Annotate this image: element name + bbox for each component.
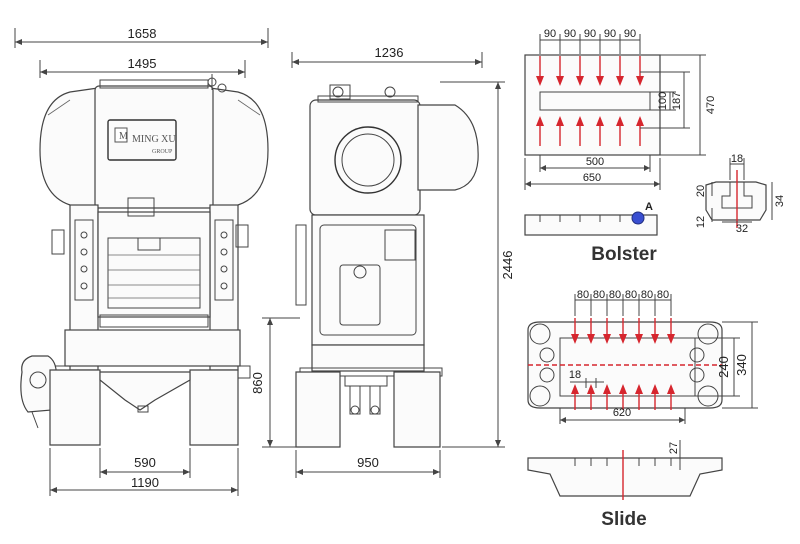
slide-slot-width: 18 bbox=[569, 369, 581, 381]
logo-brand: MING XU bbox=[132, 134, 176, 145]
svg-text:M: M bbox=[119, 131, 128, 142]
bolster-pitch-2: 90 bbox=[564, 28, 576, 40]
bolster-section-height: 34 bbox=[774, 195, 786, 207]
bolster-section-bottom: 32 bbox=[736, 223, 748, 235]
slide-pitch-6: 80 bbox=[657, 289, 669, 301]
slide-width: 620 bbox=[613, 407, 631, 419]
bolster-pitch-5: 90 bbox=[624, 28, 636, 40]
bolster-pitch-4: 90 bbox=[604, 28, 616, 40]
bolster-section-label: A bbox=[645, 201, 653, 213]
bolster-section-lip: 12 bbox=[695, 216, 707, 228]
slide-pitch-3: 80 bbox=[609, 289, 621, 301]
slide-pitch-5: 80 bbox=[641, 289, 653, 301]
dim-side-depth: 1236 bbox=[375, 45, 404, 60]
bolster-width: 650 bbox=[583, 172, 601, 184]
slide-view: 80 80 80 80 80 80 18 240 bbox=[527, 289, 758, 530]
bolster-depth: 470 bbox=[705, 96, 717, 114]
slide-pitch-4: 80 bbox=[625, 289, 637, 301]
slide-depth: 340 bbox=[734, 354, 749, 376]
bolster-title: Bolster bbox=[591, 244, 657, 265]
bolster-slot-span: 187 bbox=[671, 92, 683, 110]
dim-body-width: 1495 bbox=[128, 56, 157, 71]
dim-base-depth: 950 bbox=[357, 455, 379, 470]
dim-base-inner-width: 590 bbox=[134, 455, 156, 470]
slide-title: Slide bbox=[601, 509, 646, 530]
bolster-section-depth: 20 bbox=[695, 185, 707, 197]
bolster-slot-length: 500 bbox=[586, 156, 604, 168]
dim-side-height: 2446 bbox=[500, 251, 515, 280]
bolster-pitch-3: 90 bbox=[584, 28, 596, 40]
bolster-pitch-1: 90 bbox=[544, 28, 556, 40]
dim-bed-height: 860 bbox=[250, 372, 265, 394]
slide-thickness: 27 bbox=[668, 442, 680, 454]
side-view: 1236 860 bbox=[250, 45, 515, 478]
bolster-view: 90 90 90 90 90 100 187 470 bbox=[524, 28, 786, 265]
bolster-section-top: 18 bbox=[731, 153, 743, 165]
bolster-slot-offset: 100 bbox=[657, 92, 669, 110]
logo-sub: GROUP bbox=[152, 149, 173, 155]
slide-slot-span: 240 bbox=[716, 356, 731, 378]
slide-pitch-1: 80 bbox=[577, 289, 589, 301]
dim-base-outer-width: 1190 bbox=[131, 475, 159, 490]
dim-overall-width: 1658 bbox=[128, 26, 157, 41]
slide-pitch-2: 80 bbox=[593, 289, 605, 301]
front-view: 1658 1495 M MING XU GROUP bbox=[14, 26, 269, 496]
